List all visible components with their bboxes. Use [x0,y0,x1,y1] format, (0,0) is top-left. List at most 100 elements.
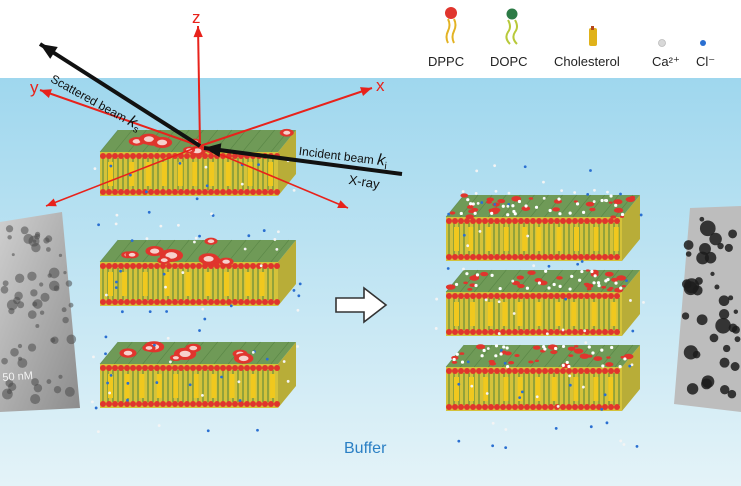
lipid-headgroup [178,365,184,371]
dispersed-ion [494,189,498,193]
calcium-ion [597,283,601,288]
dispersed-ion [194,236,198,240]
dppc-domain [550,350,558,355]
cholesterol-molecule [259,272,265,296]
calcium-ion [471,202,475,206]
dppc-domain [445,284,456,290]
lipid-headgroup [476,329,482,335]
dispersed-ion [298,282,302,286]
dispersed-ion [568,383,572,387]
lipid-headgroup [208,401,214,407]
dispersed-ion [547,264,551,268]
calcium-ion [544,269,548,273]
lipid-headgroup [560,218,566,224]
lipid-headgroup [452,404,458,410]
cholesterol-molecule [574,227,580,251]
dppc-domain [621,284,627,288]
lipid-headgroup [470,404,476,410]
dispersed-ion [165,310,169,313]
lipid-headgroup [238,299,244,305]
micrograph-domain-dot [723,344,731,353]
lipid-headgroup [106,263,112,269]
lipid-headgroup [542,368,548,374]
dispersed-ion [162,272,166,276]
micrograph-domain-dot [727,389,737,399]
lipid-headgroup [602,293,608,299]
dispersed-ion [243,247,247,251]
lipid-headgroup [118,365,124,371]
top-hatch [572,269,591,293]
lipid-headgroup [226,401,232,407]
lipid-headgroup [596,254,602,260]
dispersed-ion [198,329,201,332]
dispersed-ion [511,279,515,283]
lipid-headgroup [256,401,262,407]
lipid-headgroup [506,218,512,224]
top-hatch [99,129,119,153]
calcium-ion [557,197,561,201]
cholesterol-molecule [205,272,211,296]
dispersed-ion [114,286,118,290]
calcium-ion [525,286,530,290]
micrograph-scale-label: 50 nM [2,369,34,384]
lipid-headgroup [596,368,602,374]
lipid-headgroup [220,401,226,407]
calcium-ion [469,202,473,206]
lipid-headgroup [232,299,238,305]
calcium-ion [596,281,601,285]
lipid-headgroup [584,218,590,224]
calcium-ion [587,345,591,349]
lipid-headgroup [118,153,124,159]
lipid-headgroup [446,329,452,335]
micrograph-domain-dot [11,253,15,257]
cholesterol-molecule [270,374,276,398]
lipid-headgroup [518,368,524,374]
cholesterol-molecule [454,302,459,326]
calcium-ion [593,274,597,278]
calcium-ion [581,210,586,215]
chloride-ion-icon [698,35,708,53]
micrograph-domain-dot [39,310,45,315]
lipid-headgroup [124,263,130,269]
dppc-domain-highlight [123,350,133,356]
lipid-headgroup [554,368,560,374]
micrograph-domain-dot [14,273,25,283]
lipid-headgroup [202,401,208,407]
y-axis-label: y [30,78,39,97]
lipid-headgroup [106,365,112,371]
lipid-headgroup [184,263,190,269]
dispersed-ion [178,161,182,165]
lipid-headgroup [148,401,154,407]
calcium-ion [568,287,572,291]
dispersed-ion [147,210,151,214]
lipid-headgroup [452,254,458,260]
lipid-headgroup [608,254,614,260]
micrograph-domain-dot [58,253,63,258]
lipid-headgroup [560,404,566,410]
dispersed-ion [589,425,593,429]
dispersed-ion [584,341,588,344]
lipid-headgroup [524,368,530,374]
lipid-headgroup [190,189,196,195]
lipid-headgroup [190,401,196,407]
lipid-headgroup [202,189,208,195]
lipid-headgroup [208,153,214,159]
lipid-headgroup [268,365,274,371]
lipid-headgroup [118,401,124,407]
calcium-ion [618,365,622,369]
top-hatch [156,341,176,365]
lipid-headgroup [166,263,172,269]
top-hatch [473,269,493,293]
dppc-domain [471,207,479,212]
y-axis-line-head [40,89,52,99]
cholesterol-molecule [454,227,459,251]
dppc-domain [604,271,614,277]
x-axis-line [199,87,373,147]
micrograph-domain-dot [733,309,739,314]
lipid-headgroup [512,329,518,335]
micrograph-domain-dot [66,334,77,345]
dispersed-ion [96,430,100,434]
dispersed-ion [476,201,480,205]
cholesterol-molecule [161,162,167,186]
lipid-headgroup [172,299,178,305]
